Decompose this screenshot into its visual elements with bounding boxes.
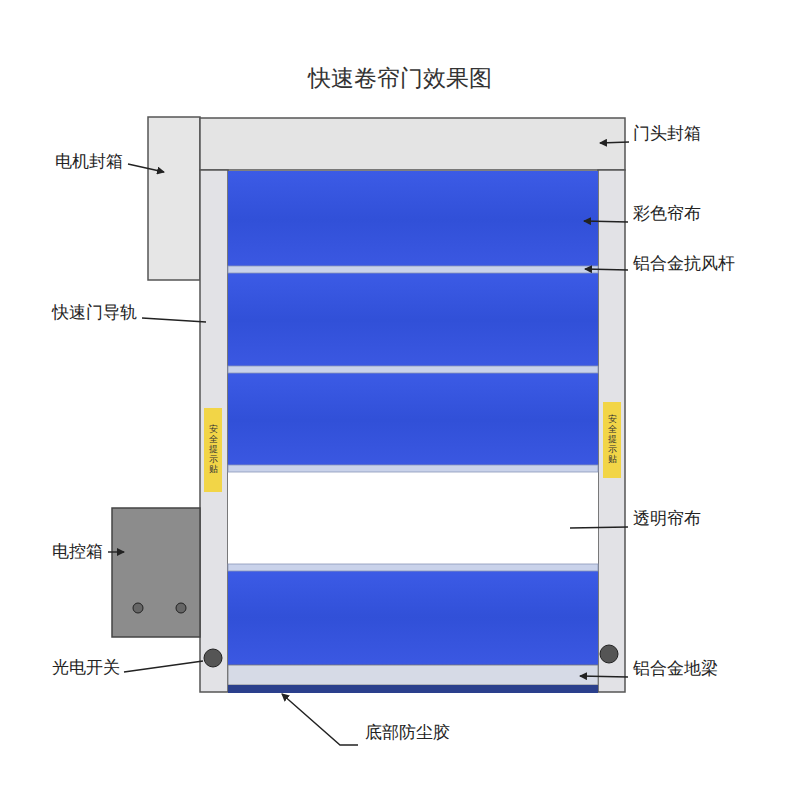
curtain-band	[228, 570, 598, 665]
leader-line	[580, 676, 628, 677]
part-label: 快速门导轨	[52, 302, 137, 322]
wind-rod	[228, 366, 598, 373]
bottom-beam	[228, 665, 598, 685]
part-label: 铝合金抗风杆	[633, 253, 735, 273]
clear-curtain	[228, 472, 598, 566]
part-label: 彩色帘布	[633, 203, 701, 223]
part-label: 光电开关	[52, 657, 120, 677]
curtain-band	[228, 272, 598, 368]
wind-rod	[228, 564, 598, 571]
wind-rod	[228, 266, 598, 273]
photo-switch	[600, 645, 618, 663]
sticker-text: 安全提示贴	[209, 425, 218, 474]
wind-rod	[228, 465, 598, 472]
head-box	[200, 118, 625, 170]
control-button	[176, 603, 186, 613]
curtain-band	[228, 171, 598, 268]
part-label: 电控箱	[52, 541, 103, 561]
leader-line	[584, 221, 628, 222]
curtain-band	[228, 372, 598, 468]
part-label: 电机封箱	[55, 151, 123, 171]
left-rail	[200, 170, 228, 692]
part-label: 透明帘布	[633, 508, 701, 528]
safety-sticker: 安全提示贴	[204, 408, 222, 492]
dust-strip	[228, 685, 598, 693]
sticker-text: 安全提示贴	[608, 415, 617, 464]
photo-switch	[204, 649, 222, 667]
diagram-title: 快速卷帘门效果图	[308, 64, 492, 92]
part-label: 门头封箱	[633, 123, 701, 143]
leader-line	[282, 694, 358, 745]
leader-line	[124, 661, 203, 672]
leader-line	[128, 164, 164, 172]
leader-line	[142, 318, 206, 322]
leader-line	[570, 527, 628, 528]
motor-box	[148, 117, 200, 280]
part-label: 铝合金地梁	[633, 658, 718, 678]
leader-line	[108, 551, 124, 552]
control-box	[112, 508, 200, 637]
leader-line	[585, 269, 628, 270]
leader-line	[600, 142, 629, 143]
part-label: 底部防尘胶	[365, 722, 450, 742]
right-rail	[598, 170, 625, 692]
control-button	[133, 603, 143, 613]
safety-sticker: 安全提示贴	[603, 402, 621, 478]
